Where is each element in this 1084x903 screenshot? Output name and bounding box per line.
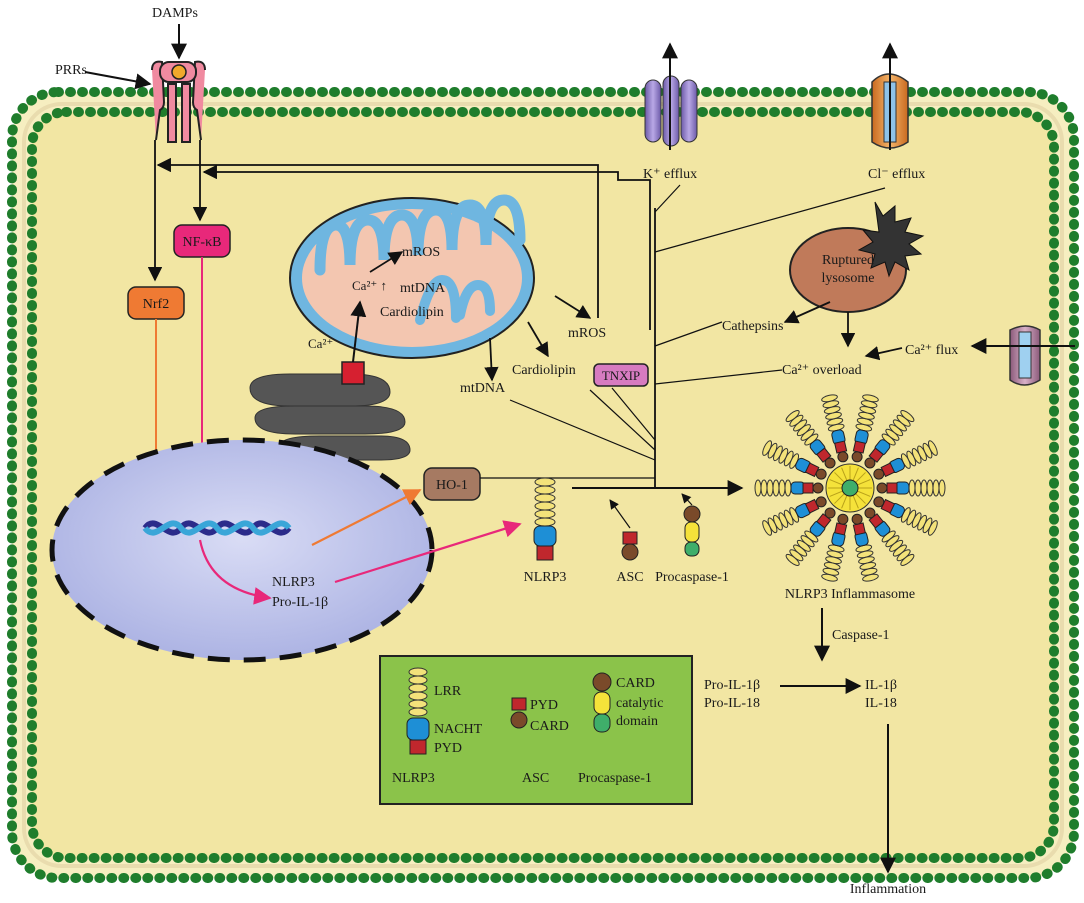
mito-ca-label: Ca²⁺ ↑ [352, 278, 387, 293]
legend-procaspase-icon [592, 672, 612, 733]
cl-efflux-label: Cl⁻ efflux [868, 167, 925, 182]
cathepsins-label: Cathepsins [722, 319, 783, 334]
nucleus-nlrp3-label: NLRP3 [272, 575, 315, 590]
procaspase1-label: Procaspase-1 [655, 570, 729, 585]
legend-pyd-label: PYD [434, 741, 462, 756]
dna-helix [142, 520, 292, 536]
mitochondrion [289, 194, 535, 359]
pro-il18-label: Pro-IL-18 [704, 696, 760, 711]
mros-label: mROS [568, 326, 606, 341]
mito-mros-label: mROS [402, 245, 440, 260]
inflammation-label: Inflammation [850, 882, 926, 897]
inflammasome-label: NLRP3 Inflammasome [785, 587, 915, 602]
legend-procaspase-caption: Procaspase-1 [578, 771, 652, 786]
legend-nacht-label: NACHT [434, 722, 483, 737]
ruptured-lysosome-label-line2: lysosome [822, 271, 875, 286]
k-efflux-label: K⁺ efflux [643, 167, 697, 182]
ca-flux-label: Ca²⁺ flux [905, 343, 958, 358]
legend-nlrp3-caption: NLRP3 [392, 771, 435, 786]
legend-asc-icon [510, 697, 528, 729]
mito-mtdna-label: mtDNA [400, 281, 446, 296]
rupture-burst-icon [857, 201, 925, 278]
legend-asc-card-label: CARD [530, 719, 569, 734]
procaspase1-molecule [683, 505, 701, 557]
legend-casp-catalytic-line1: catalytic [616, 696, 663, 711]
pro-il1b-label: Pro-IL-1β [704, 678, 760, 693]
legend-nlrp3-icon [406, 667, 430, 755]
nlrp3-molecule [533, 477, 557, 561]
caspase1-label: Caspase-1 [832, 628, 890, 643]
legend-lrr-label: LRR [434, 684, 462, 699]
mtdna-label: mtDNA [460, 381, 506, 396]
cardiolipin-label: Cardiolipin [512, 363, 576, 378]
txnip-label: TNXIP [602, 368, 640, 383]
txnip-box [593, 363, 649, 387]
nucleus-pro-il1b-label: Pro-IL-1β [272, 595, 328, 610]
prrs-label: PRRs [55, 63, 87, 78]
asc-label: ASC [616, 570, 643, 585]
prr-receptor [151, 60, 206, 143]
nlrp3-label: NLRP3 [524, 570, 567, 585]
ca-overload-label: Ca²⁺ overload [782, 363, 862, 378]
nfkb-label: NF-κB [183, 235, 222, 250]
nrf2-label: Nrf2 [143, 297, 169, 312]
damps-label: DAMPs [152, 6, 198, 21]
legend-box: LRR NACHT PYD NLRP3 PYD CARD ASC CARD ca… [379, 655, 693, 805]
il18-label: IL-18 [865, 696, 897, 711]
ho1-box [423, 467, 481, 501]
legend-asc-pyd-label: PYD [530, 698, 558, 713]
legend-casp-catalytic-line2: domain [616, 714, 658, 729]
calcium-channel [1009, 325, 1041, 386]
er-ca-label: Ca²⁺ [308, 336, 333, 351]
legend-asc-caption: ASC [522, 771, 549, 786]
nlrp3-inflammasome [754, 394, 946, 582]
asc-molecule [621, 531, 639, 561]
il1b-label: IL-1β [865, 678, 897, 693]
ho1-label: HO-1 [436, 478, 468, 493]
legend-casp-card-label: CARD [616, 676, 655, 691]
ruptured-lysosome-label-line1: Ruptured [822, 253, 874, 268]
mito-cardiolipin-label: Cardiolipin [380, 305, 444, 320]
nucleus [49, 437, 435, 663]
